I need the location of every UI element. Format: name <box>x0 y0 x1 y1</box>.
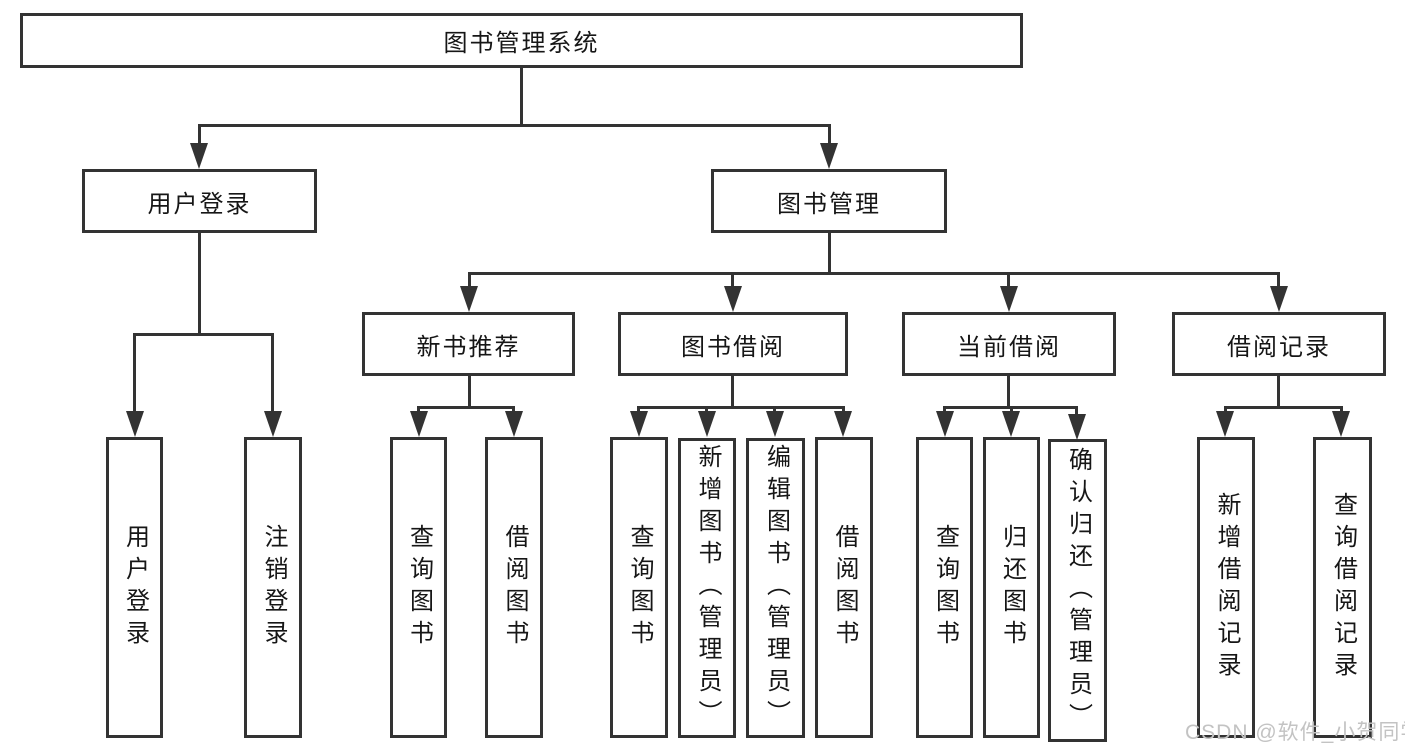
connector-line <box>773 406 776 414</box>
connector-line <box>133 333 136 413</box>
arrow-down-icon <box>724 286 742 312</box>
leaf-query-books-recommend: 查询图书 <box>390 437 447 738</box>
arrow-down-icon <box>460 286 478 312</box>
node-new-book-recommend: 新书推荐 <box>362 312 575 376</box>
connector-line <box>842 406 845 414</box>
connector-line <box>828 124 831 146</box>
leaf-borrow-books-recommend: 借阅图书 <box>485 437 543 738</box>
node-label: 图书管理系统 <box>443 30 600 57</box>
leaf-add-books-admin: 新增图书（管理员） <box>678 438 736 738</box>
leaf-query-books-current: 查询图书 <box>916 437 973 738</box>
arrow-down-icon <box>936 411 954 437</box>
node-label: 编辑图书（管理员） <box>762 444 790 732</box>
leaf-edit-books-admin: 编辑图书（管理员） <box>746 438 805 738</box>
connector-line <box>1007 272 1010 288</box>
connector-line <box>943 406 946 414</box>
connector-line <box>198 233 201 336</box>
connector-line <box>1224 406 1343 409</box>
leaf-borrow-books-borrowing: 借阅图书 <box>815 437 873 738</box>
node-label: 注销登录 <box>260 523 287 652</box>
arrow-down-icon <box>1270 286 1288 312</box>
connector-line <box>133 333 274 336</box>
connector-line <box>1340 406 1343 414</box>
connector-line <box>637 406 845 409</box>
arrow-down-icon <box>698 411 716 437</box>
connector-line <box>512 406 515 414</box>
arrow-down-icon <box>126 411 144 437</box>
leaf-add-borrow-record: 新增借阅记录 <box>1197 437 1255 738</box>
arrow-down-icon <box>834 411 852 437</box>
leaf-logout: 注销登录 <box>244 437 302 738</box>
connector-line <box>705 406 708 414</box>
node-label: 当前借阅 <box>957 333 1061 361</box>
leaf-user-login: 用户登录 <box>106 437 163 738</box>
arrow-down-icon <box>630 411 648 437</box>
node-label: 确认归还（管理员） <box>1064 446 1092 735</box>
node-label: 图书管理 <box>777 190 881 218</box>
node-label: 新书推荐 <box>416 333 521 361</box>
node-borrowing-records: 借阅记录 <box>1172 312 1386 376</box>
leaf-query-books-borrowing: 查询图书 <box>610 437 668 738</box>
connector-line <box>731 376 734 409</box>
node-label: 借阅图书 <box>501 523 528 652</box>
connector-line <box>520 68 523 127</box>
arrow-down-icon <box>1002 411 1020 437</box>
connector-line <box>1007 376 1010 409</box>
arrow-down-icon <box>1000 286 1018 312</box>
arrow-down-icon <box>410 411 428 437</box>
connector-line <box>417 406 515 409</box>
node-label: 归还图书 <box>998 523 1026 652</box>
node-label: 查询借阅记录 <box>1329 491 1357 684</box>
node-label: 查询图书 <box>626 523 653 652</box>
arrow-down-icon <box>766 411 784 437</box>
connector-line <box>468 272 1280 275</box>
leaf-query-borrow-record: 查询借阅记录 <box>1313 437 1372 738</box>
arrow-down-icon <box>820 143 838 169</box>
arrow-down-icon <box>505 411 523 437</box>
node-label: 查询图书 <box>931 523 959 652</box>
connector-line <box>731 272 734 288</box>
connector-line <box>1277 376 1280 409</box>
connector-line <box>468 272 471 288</box>
connector-line <box>1224 406 1227 414</box>
connector-line <box>1277 272 1280 288</box>
arrow-down-icon <box>1332 411 1350 437</box>
csdn-watermark: CSDN @软件_小贺同学 <box>1185 721 1405 744</box>
node-label: 图书借阅 <box>681 333 785 361</box>
node-label: 借阅图书 <box>831 523 858 652</box>
arrow-down-icon <box>190 143 208 169</box>
connector-line <box>198 124 201 146</box>
connector-line <box>1075 406 1078 414</box>
arrow-down-icon <box>1216 411 1234 437</box>
connector-line <box>468 376 471 409</box>
node-root-library-system: 图书管理系统 <box>20 13 1023 68</box>
leaf-return-books: 归还图书 <box>983 437 1040 738</box>
leaf-confirm-return-admin: 确认归还（管理员） <box>1048 439 1107 742</box>
node-current-borrowing: 当前借阅 <box>902 312 1116 376</box>
node-book-borrowing: 图书借阅 <box>618 312 848 376</box>
connector-line <box>637 406 640 414</box>
node-label: 新增借阅记录 <box>1213 491 1240 684</box>
node-book-management: 图书管理 <box>711 169 947 233</box>
arrow-down-icon <box>1068 414 1086 440</box>
node-label: 用户登录 <box>121 523 149 652</box>
node-label: 查询图书 <box>405 523 433 652</box>
node-label: 借阅记录 <box>1227 333 1331 361</box>
arrow-down-icon <box>264 411 282 437</box>
node-user-login: 用户登录 <box>82 169 317 233</box>
node-label: 用户登录 <box>147 190 252 218</box>
connector-line <box>828 233 831 275</box>
node-label: 新增图书（管理员） <box>694 444 721 732</box>
connector-line <box>1010 406 1013 414</box>
connector-line <box>417 406 420 414</box>
connector-line <box>198 124 831 127</box>
connector-line <box>271 333 274 413</box>
